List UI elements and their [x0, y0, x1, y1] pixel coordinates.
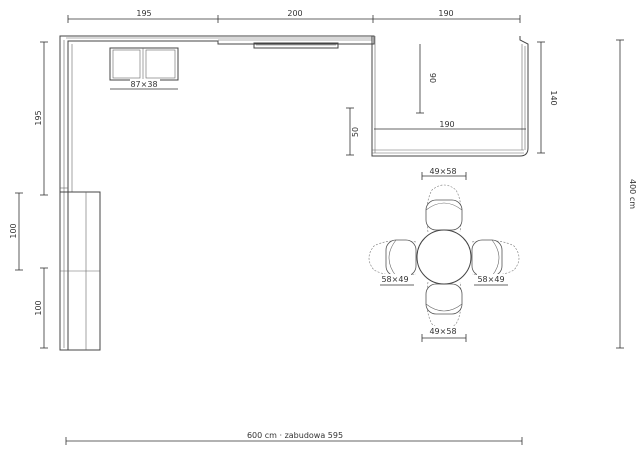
l-shaped-counter	[59, 35, 375, 351]
dim-left-upper: 195	[34, 110, 43, 125]
bottom-dimension-line: 600 cm · zabudowa 595	[65, 429, 523, 445]
dim-chair-right: 58×49	[477, 275, 504, 284]
dim-island-gap: 50	[351, 127, 360, 137]
dim-top-left: 195	[136, 9, 151, 18]
left-dimension-lines: 195 100 100	[9, 41, 48, 349]
chair-bottom	[425, 281, 463, 330]
dim-bottom-total: 600 cm · zabudowa 595	[247, 431, 343, 440]
chair-left	[368, 239, 417, 277]
round-table	[416, 229, 472, 285]
dim-island-depth: 90	[428, 73, 437, 83]
dim-chair-left: 58×49	[381, 275, 408, 284]
dining-set: 49×58 58×49	[368, 166, 520, 342]
dim-top-right: 190	[438, 9, 453, 18]
dim-chair-bottom: 49×58	[429, 327, 456, 336]
dim-island-width: 190	[439, 120, 454, 129]
dim-left-middle: 100	[9, 223, 18, 238]
dim-left-lower: 100	[34, 300, 43, 315]
dim-island-side: 140	[549, 90, 558, 105]
right-dimension-line: 400 cm	[616, 39, 637, 349]
chair-right	[471, 239, 520, 277]
dim-top-middle: 200	[287, 9, 302, 18]
dim-right-total: 400 cm	[628, 179, 637, 209]
chair-top	[425, 184, 463, 233]
kitchen-island: 90 190 140 50	[346, 36, 558, 157]
dim-chair-top: 49×58	[429, 167, 456, 176]
cooktop	[253, 42, 339, 49]
sink-size-label: 87×38	[130, 80, 157, 89]
top-dimension-line: 195 200 190	[67, 9, 521, 23]
sink: 87×38	[109, 47, 179, 90]
